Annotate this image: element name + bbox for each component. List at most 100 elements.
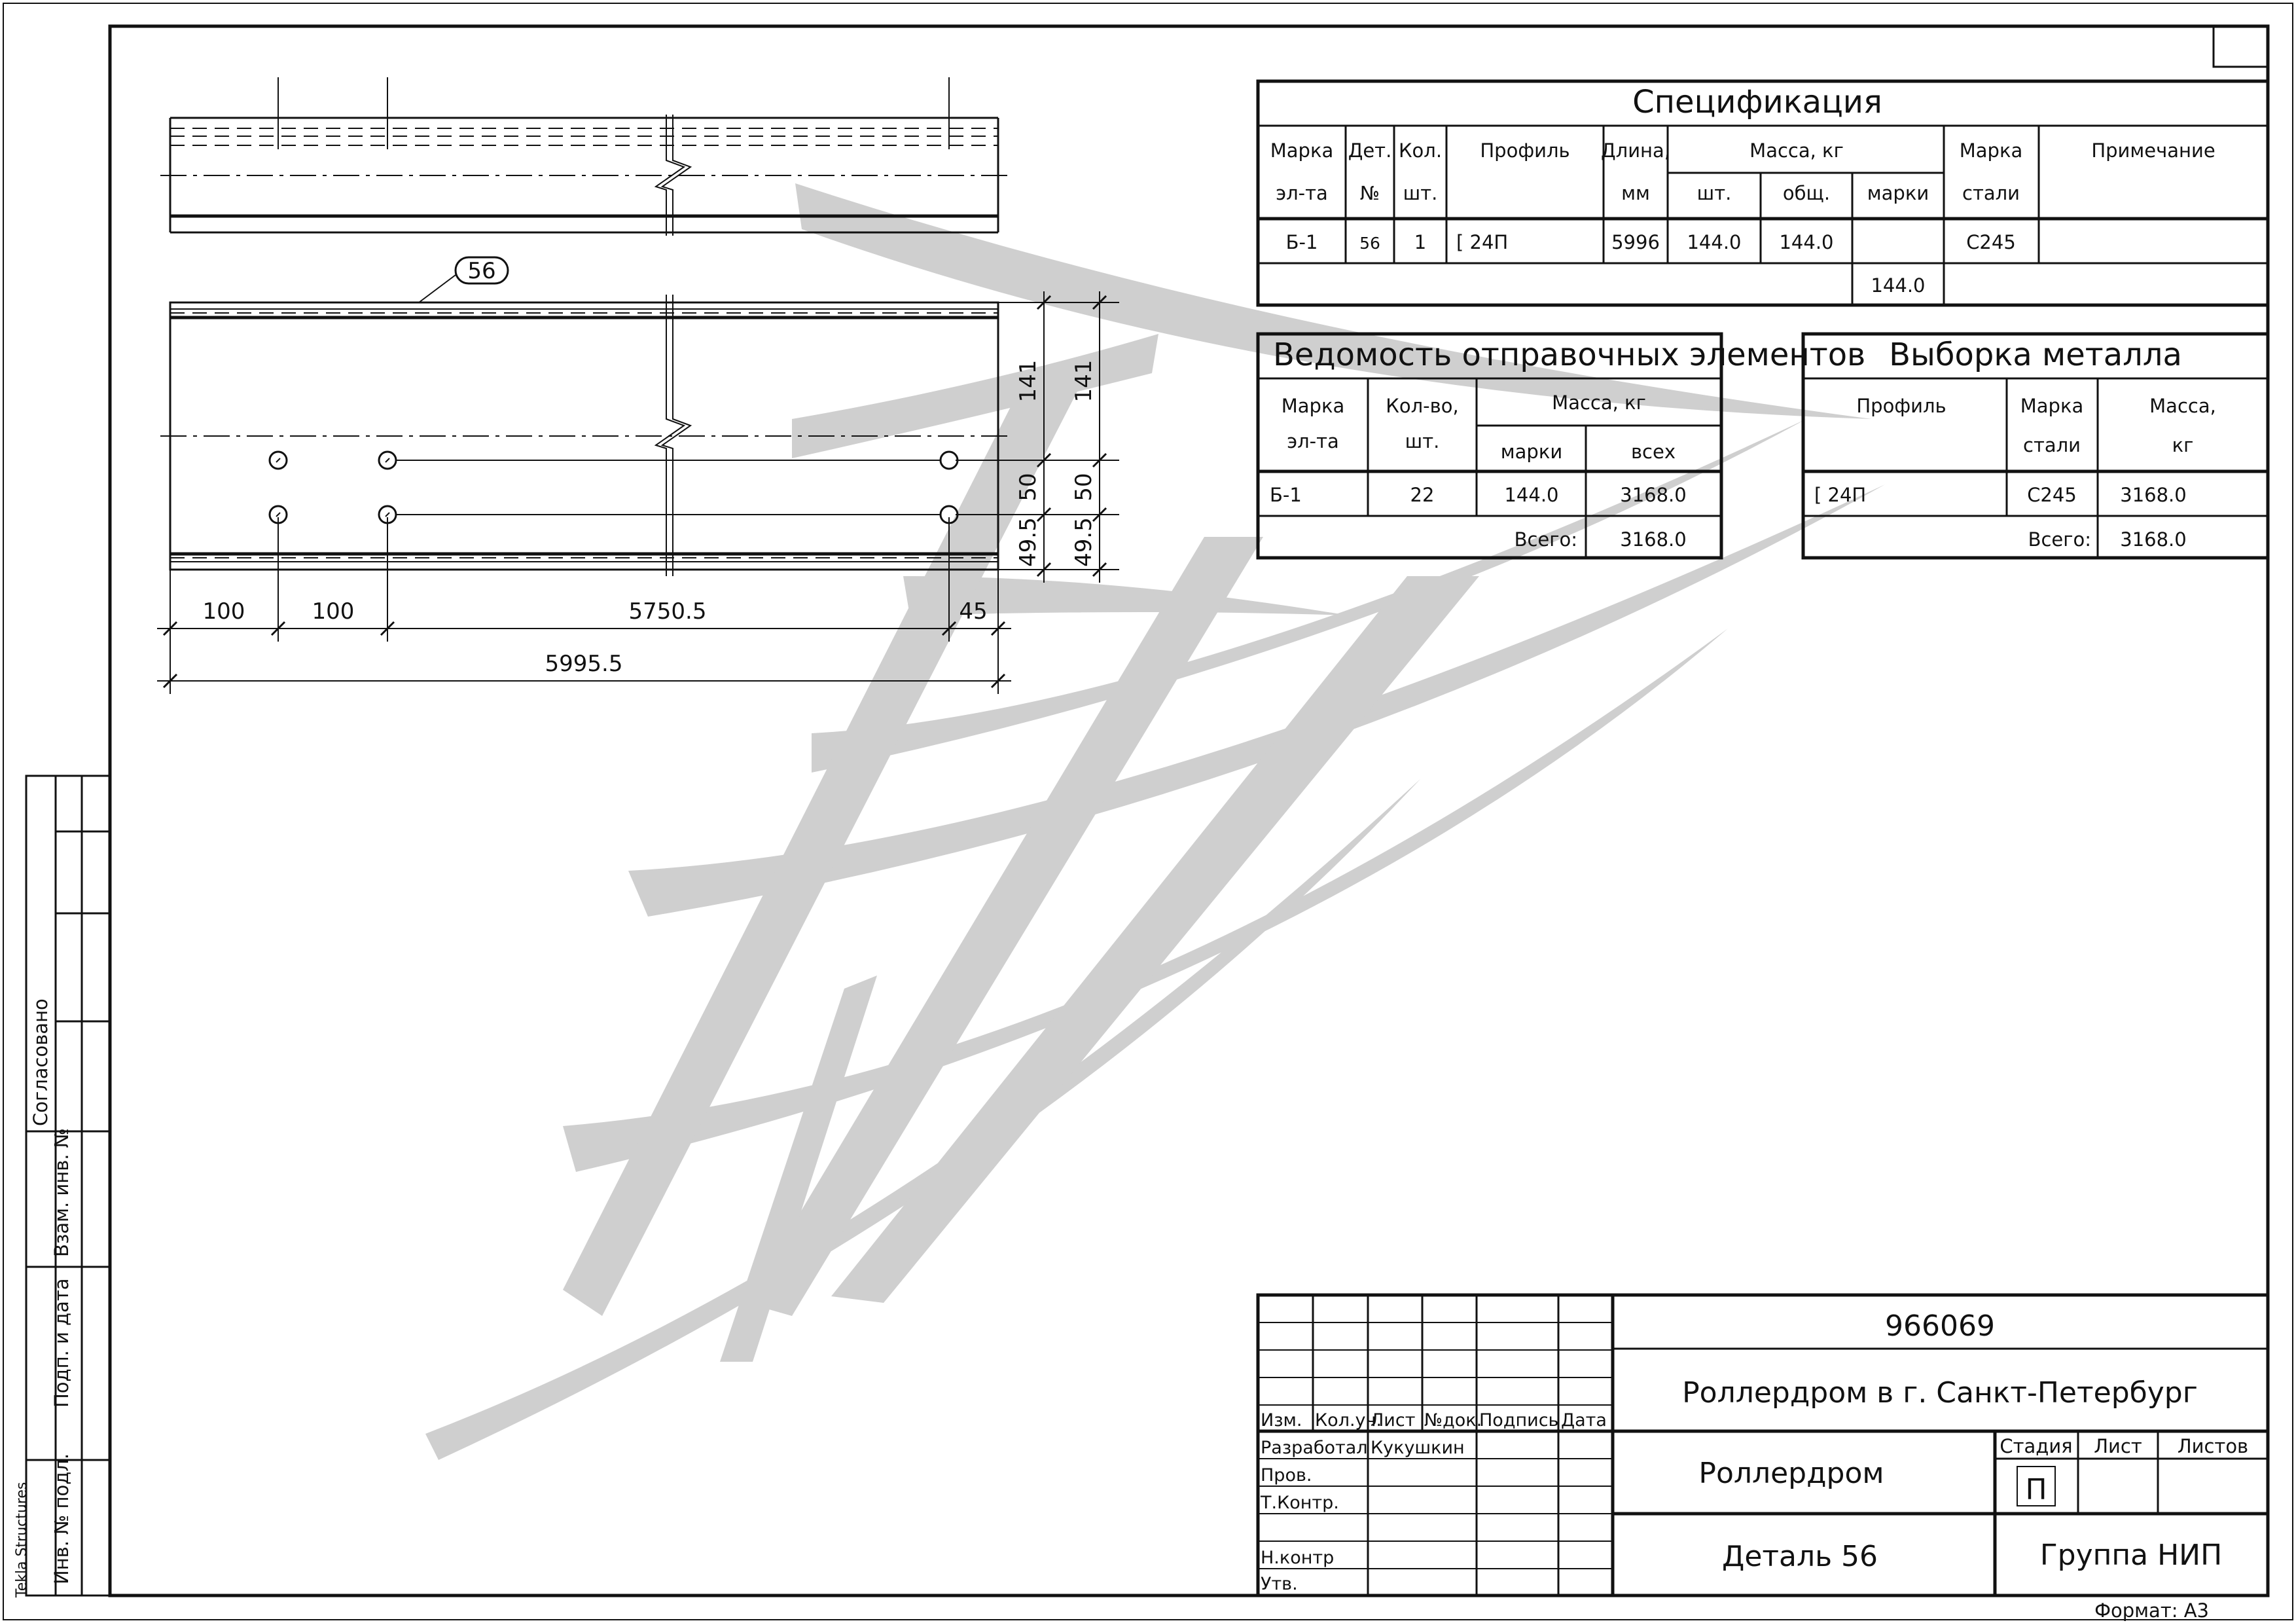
metal-h-profile: Профиль xyxy=(1856,395,1946,417)
spec-h-mass-mark: марки xyxy=(1867,182,1929,204)
metal-row-mass: 3168.0 xyxy=(2120,484,2186,506)
ship-row-mass-mark: 144.0 xyxy=(1504,484,1558,506)
beam-top-view xyxy=(160,77,1011,236)
tb-role-approved: Утв. xyxy=(1261,1574,1298,1594)
tb-developer-name: Кукушкин xyxy=(1371,1438,1465,1458)
spec-row-mark: Б-1 xyxy=(1286,231,1318,253)
metal-title: Выборка металла xyxy=(1889,337,2182,373)
part-callout: 56 xyxy=(418,256,509,303)
tb-col-sheet: Лист xyxy=(1371,1410,1415,1431)
dim-right-b-1: 141 xyxy=(1071,360,1097,403)
tb-sheet-title: Деталь 56 xyxy=(1722,1540,1878,1573)
ship-h-mass-mark: марки xyxy=(1501,441,1562,463)
metal-h-mass-1: Масса, xyxy=(2149,395,2216,417)
spec-row-mass-piece: 144.0 xyxy=(1687,231,1741,253)
metal-row-profile: [ 24П xyxy=(1814,484,1866,506)
metal-total-label: Всего: xyxy=(2028,528,2091,551)
ship-row-mark: Б-1 xyxy=(1270,484,1302,506)
dim-right-a-2: 50 xyxy=(1015,473,1041,501)
dim-bottom-2: 100 xyxy=(312,598,355,625)
tb-col-count: Кол.уч. xyxy=(1315,1410,1382,1431)
dimensions-bottom: 100 100 5750.5 45 5995.5 xyxy=(157,517,1011,694)
dim-bottom-4: 45 xyxy=(959,598,987,625)
tb-role-checked: Пров. xyxy=(1261,1465,1312,1486)
metal-total-value: 3168.0 xyxy=(2120,528,2186,551)
spec-h-length-2: мм xyxy=(1621,182,1650,204)
spec-h-mass-total: общ. xyxy=(1783,182,1830,204)
spec-h-mass: Масса, кг xyxy=(1749,139,1844,162)
spec-h-profile: Профиль xyxy=(1480,139,1570,162)
metal-h-steel-1: Марка xyxy=(2020,395,2084,417)
spec-row-qty: 1 xyxy=(1414,231,1426,253)
stamp-replaced-inv-label: Взам. инв. № xyxy=(50,1128,73,1257)
ship-h-qty-1: Кол-во, xyxy=(1386,395,1458,417)
stamp-sign-date-label: Подп. и дата xyxy=(50,1278,73,1408)
metal-h-steel-2: стали xyxy=(2023,434,2081,456)
spec-h-note: Примечание xyxy=(2091,139,2215,162)
spec-h-part-2: № xyxy=(1360,182,1380,204)
tb-col-change: Изм. xyxy=(1261,1410,1302,1431)
table-row: Б-1 22 144.0 3168.0 xyxy=(1270,484,1687,506)
part-callout-number: 56 xyxy=(467,258,495,284)
ship-h-mark-2: эл-та xyxy=(1287,430,1339,452)
shipping-title: Ведомость отправочных элементов xyxy=(1273,337,1865,373)
tb-sheets-label: Листов xyxy=(2178,1435,2248,1457)
spec-row-length: 5996 xyxy=(1611,231,1660,253)
ship-row-mass-all: 3168.0 xyxy=(1620,484,1686,506)
specification-table: Спецификация Марка эл-та Дет. № Кол. шт.… xyxy=(1256,79,2270,307)
spec-h-qty-2: шт. xyxy=(1403,182,1438,204)
dim-right-a-1: 141 xyxy=(1015,360,1041,403)
dim-right-b-3: 49.5 xyxy=(1071,517,1097,567)
spec-row-profile: [ 24П xyxy=(1456,231,1508,253)
dimensions-right: 141 50 49.5 141 50 49.5 xyxy=(956,291,1119,583)
software-label: Tekla Structures xyxy=(14,1482,30,1598)
ship-h-mark-1: Марка xyxy=(1282,395,1345,417)
ship-total-label: Всего: xyxy=(1515,528,1577,551)
metal-selection-table: Выборка металла Профиль Марка стали Масс… xyxy=(1801,332,2270,560)
title-block: Изм. Кол.уч. Лист №док. Подпись Дата Раз… xyxy=(1256,1293,2270,1597)
spec-mark-total: 144.0 xyxy=(1871,274,1925,297)
bolt-holes xyxy=(268,450,959,524)
dim-bottom-1: 100 xyxy=(203,598,245,625)
tb-role-developer: Разработал xyxy=(1261,1438,1368,1458)
side-stamp: Согласовано Взам. инв. № Подп. и дата Ин… xyxy=(14,775,111,1598)
dim-overall: 5995.5 xyxy=(545,651,623,677)
spec-row-part: 56 xyxy=(1359,234,1380,253)
ship-row-qty: 22 xyxy=(1410,484,1435,506)
stamp-inv-orig-label: Инв. № подл. xyxy=(50,1453,73,1584)
format-label: Формат: А3 xyxy=(2094,1599,2209,1622)
spec-row-steel: С245 xyxy=(1966,231,2016,253)
tb-org: Группа НИП xyxy=(2040,1539,2222,1572)
ship-h-mass: Масса, кг xyxy=(1552,392,1646,414)
metal-row-steel: С245 xyxy=(2027,484,2077,506)
tb-object: Роллердром xyxy=(1698,1457,1884,1490)
watermark-logo xyxy=(425,183,1885,1460)
tb-code: 966069 xyxy=(1885,1309,1995,1343)
tb-sheet-label: Лист xyxy=(2094,1435,2142,1457)
ship-total-value: 3168.0 xyxy=(1620,528,1686,551)
dim-right-a-3: 49.5 xyxy=(1015,517,1041,567)
stamp-agreed-label: Согласовано xyxy=(29,998,52,1126)
tb-col-signature: Подпись xyxy=(1479,1410,1558,1431)
spec-h-qty-1: Кол. xyxy=(1399,139,1442,162)
dim-right-b-2: 50 xyxy=(1071,473,1097,501)
dim-bottom-3: 5750.5 xyxy=(629,598,707,625)
ship-h-qty-2: шт. xyxy=(1405,430,1440,452)
spec-h-mark-2: эл-та xyxy=(1276,182,1328,204)
table-row: [ 24П С245 3168.0 xyxy=(1814,484,2187,506)
spec-row-mass-total: 144.0 xyxy=(1779,231,1833,253)
spec-h-mass-piece: шт. xyxy=(1697,182,1732,204)
shipping-elements-table: Ведомость отправочных элементов Марка эл… xyxy=(1256,332,1865,560)
spec-title: Спецификация xyxy=(1632,84,1882,120)
ship-h-mass-all: всех xyxy=(1631,441,1676,463)
spec-h-mark-1: Марка xyxy=(1270,139,1334,162)
tb-col-date: Дата xyxy=(1561,1410,1607,1431)
tb-stage-value: П xyxy=(2025,1473,2047,1506)
tb-project: Роллердром в г. Санкт-Петербург xyxy=(1682,1376,2198,1410)
beam-front-view: 56 xyxy=(160,256,1011,576)
spec-h-steel-1: Марка xyxy=(1960,139,2023,162)
spec-h-steel-2: стали xyxy=(1962,182,2020,204)
tb-stage-label: Стадия xyxy=(2000,1435,2072,1457)
tb-col-doc: №док. xyxy=(1424,1410,1482,1431)
